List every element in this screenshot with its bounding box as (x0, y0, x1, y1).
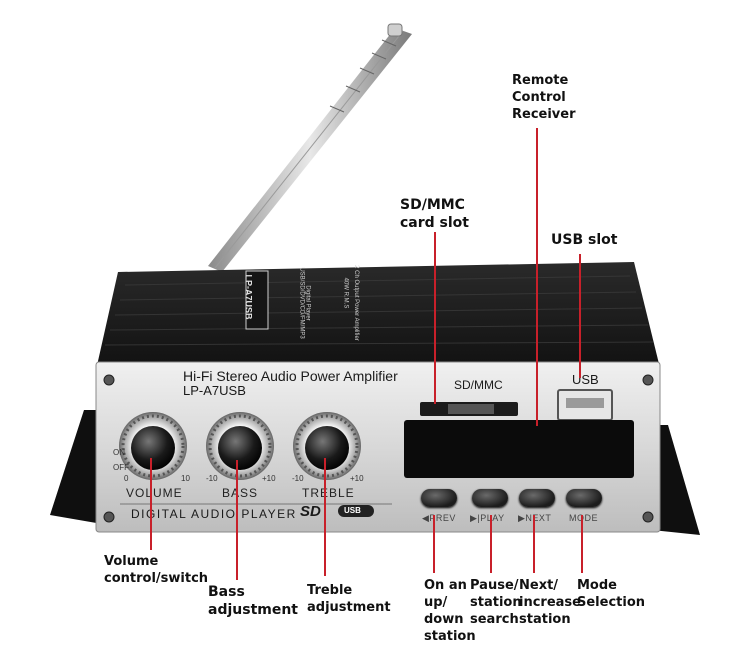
volume-knob-label: VOLUME (126, 486, 183, 500)
volume-on-label: ON (113, 448, 125, 457)
next-callout: Next/ increase station (519, 578, 581, 627)
bass-callout-line (236, 460, 238, 580)
digital-audio-banner: DIGITAL AUDIO PLAYER (131, 507, 297, 521)
sd-callout-line (434, 232, 436, 404)
mode-button[interactable] (566, 489, 602, 507)
treble-scale-min: -10 (292, 474, 304, 483)
treble-knob-label: TREBLE (302, 486, 355, 500)
volume-off-label: OFF (113, 463, 129, 472)
treble-callout-line (324, 458, 326, 576)
usb-panel-label: USB (572, 372, 599, 387)
prev-callout-line (433, 515, 435, 573)
sd-slot-callout: SD/MMC card slot (400, 197, 469, 231)
top-decal-line3: 2 Ch Output Power Amplifier (352, 265, 359, 341)
treble-knob (293, 412, 361, 480)
volume-scale-max: 10 (181, 474, 190, 483)
left-foot (50, 410, 108, 525)
play-callout-line (490, 515, 492, 573)
usb-slot-callout: USB slot (551, 232, 618, 248)
volume-callout: Volume control/switch (104, 554, 209, 586)
display-window (404, 420, 634, 478)
play-button-label: ▶|PLAY (470, 513, 505, 523)
bass-knob (206, 412, 274, 480)
remote-callout-line (536, 128, 538, 426)
mode-button-label: MODE (569, 513, 598, 523)
prev-button-label: ◀PREV (422, 513, 456, 523)
volume-scale-min: 0 (124, 474, 129, 483)
play-button[interactable] (472, 489, 508, 507)
mode-callout: Mode Selection (577, 578, 646, 610)
volume-knob (119, 412, 187, 480)
usb-callout-line (579, 254, 581, 378)
panel-model: LP-A7USB (183, 383, 246, 398)
next-button[interactable] (519, 489, 555, 507)
bass-knob-label: BASS (222, 486, 259, 500)
top-decal-line2: Digital Player (304, 285, 311, 321)
remote-receiver-callout: Remote Control Receiver (512, 73, 576, 122)
bass-scale-max: +10 (262, 474, 276, 483)
play-callout: Pause/ station search (470, 578, 522, 627)
right-foot (652, 425, 700, 535)
sd-panel-label: SD/MMC (454, 378, 503, 392)
top-heatsink (96, 262, 660, 370)
mode-callout-line (581, 515, 583, 573)
bass-callout: Bass adjustment (208, 584, 299, 618)
volume-callout-line (150, 458, 152, 550)
treble-callout: Treble adjustment (307, 583, 391, 615)
prev-callout: On an up/ down station (424, 578, 476, 644)
antenna (208, 23, 412, 272)
next-callout-line (533, 515, 535, 573)
prev-button[interactable] (421, 489, 457, 507)
usb-logo: USB (344, 506, 361, 515)
panel-title: Hi-Fi Stereo Audio Power Amplifier (183, 368, 398, 384)
top-model-decal: LP-A7USB (243, 274, 254, 320)
bass-scale-min: -10 (206, 474, 218, 483)
top-decal-line4: 40W R.M.S (342, 277, 349, 309)
treble-scale-max: +10 (350, 474, 364, 483)
sd-logo: SD (300, 503, 321, 520)
